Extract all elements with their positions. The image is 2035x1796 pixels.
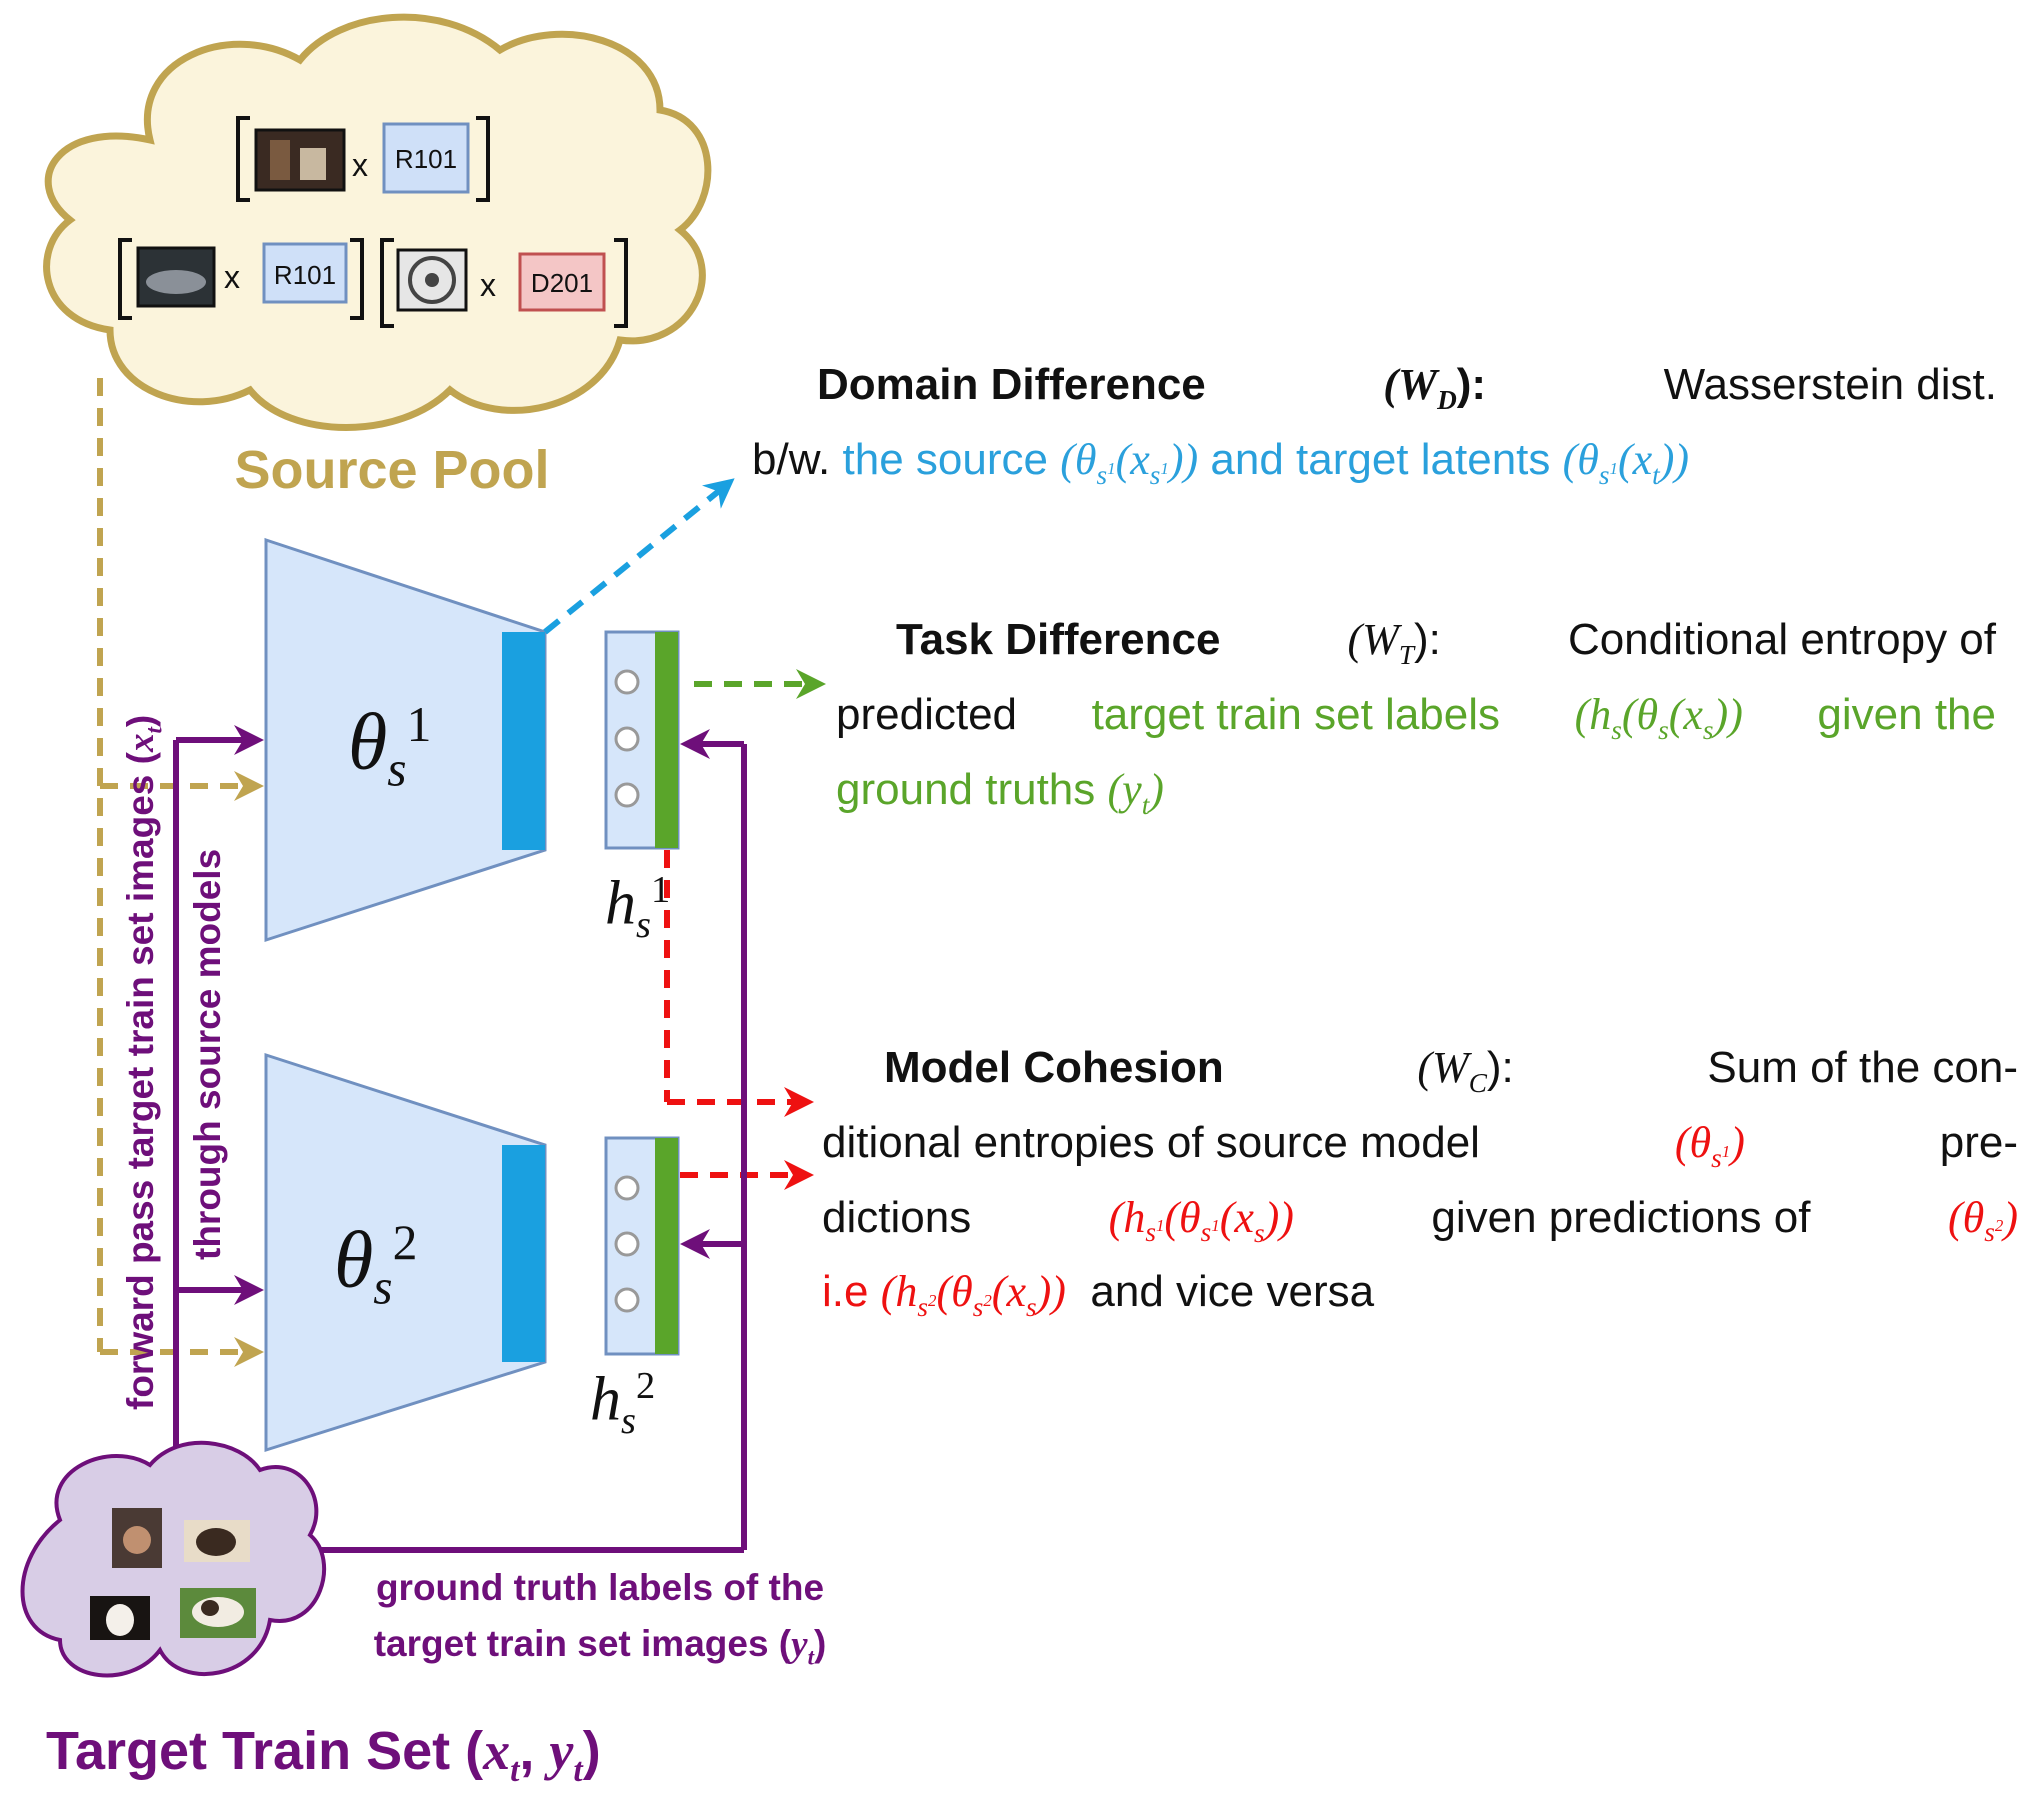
target-train-set-cloud <box>20 1440 327 1678</box>
domain-difference-description: Domain Difference (WD): Wasserstein dist… <box>752 360 1997 490</box>
source-pool-cloud <box>43 13 712 431</box>
source-pair-2: x R101 <box>118 238 364 320</box>
d201-label: D201 <box>531 268 593 298</box>
task-difference-description: Task Difference (WT): Conditional entrop… <box>836 615 1996 820</box>
classifier-head-1 <box>604 630 680 850</box>
theta-s1-label: θs1 <box>348 697 432 797</box>
latent-bar-2 <box>502 1145 545 1362</box>
d201-box <box>518 252 606 312</box>
source-pair-3: x D201 <box>380 238 628 328</box>
r101-box-2 <box>262 242 348 304</box>
pair-3-times: x <box>480 267 496 303</box>
source-pair-1: x R101 <box>236 116 490 202</box>
target-forward-path <box>173 725 264 1455</box>
classifier-head-2 <box>604 1136 680 1356</box>
domain-difference-arrow <box>543 478 735 635</box>
h-s1-label: hs1 <box>605 869 671 947</box>
target-train-set-label: Target Train Set (xt, yt) <box>46 1721 601 1789</box>
latent-bar-1 <box>502 632 545 850</box>
model-cohesion-arrows <box>664 850 814 1190</box>
r101-label-1: R101 <box>395 144 457 174</box>
model-cohesion-description: Model Cohesion (WC): Sum of the con- dit… <box>822 1043 2018 1323</box>
source-pool-label: Source Pool <box>234 440 549 500</box>
r101-label-2: R101 <box>274 260 336 290</box>
ground-truth-label: ground truth labels of the target train … <box>373 1567 827 1670</box>
pair-1-times: x <box>352 147 368 183</box>
source-model-2 <box>264 1052 547 1453</box>
r101-box-1 <box>382 122 470 194</box>
through-models-label: through source models <box>187 848 228 1260</box>
source-model-1 <box>264 537 547 943</box>
prediction-bar-2 <box>655 1138 678 1354</box>
theta-s2-label: θs2 <box>334 1215 418 1315</box>
pair-2-times: x <box>224 259 240 295</box>
h-s2-label: hs2 <box>590 1365 656 1443</box>
forward-pass-label: forward pass target train set images (xt… <box>120 714 167 1410</box>
source-forward-path <box>97 378 264 1367</box>
ground-truth-path <box>310 729 747 1553</box>
prediction-bar-1 <box>655 632 678 848</box>
